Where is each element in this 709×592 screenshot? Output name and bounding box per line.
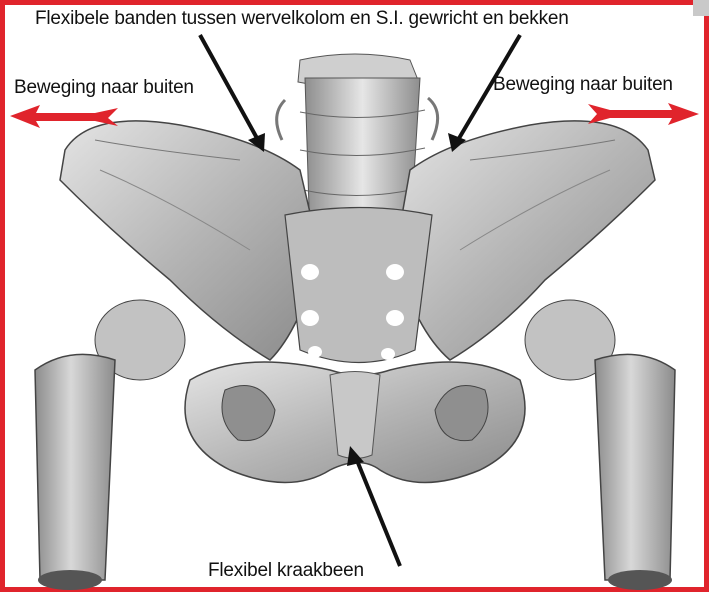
sacral-foramen [301,264,319,280]
sacral-foramen [386,310,404,326]
right-femur [525,300,675,590]
label-cartilage: Flexibel kraakbeen [208,560,364,582]
right-ilium [395,121,655,360]
label-ligaments: Flexibele banden tussen wervelkolom en S… [35,8,569,30]
left-femur [35,300,185,590]
sacral-foramen [301,310,319,326]
sacral-foramen [381,348,395,360]
sacral-foramen [308,346,322,358]
pubic-symphysis [330,372,380,459]
sacrum [285,208,432,363]
lower-pelvis [185,362,525,483]
right-outward-arrow [588,103,699,125]
sacral-foramen [386,264,404,280]
label-movement-right: Beweging naar buiten [493,74,673,96]
label-movement-left: Beweging naar buiten [14,77,194,99]
